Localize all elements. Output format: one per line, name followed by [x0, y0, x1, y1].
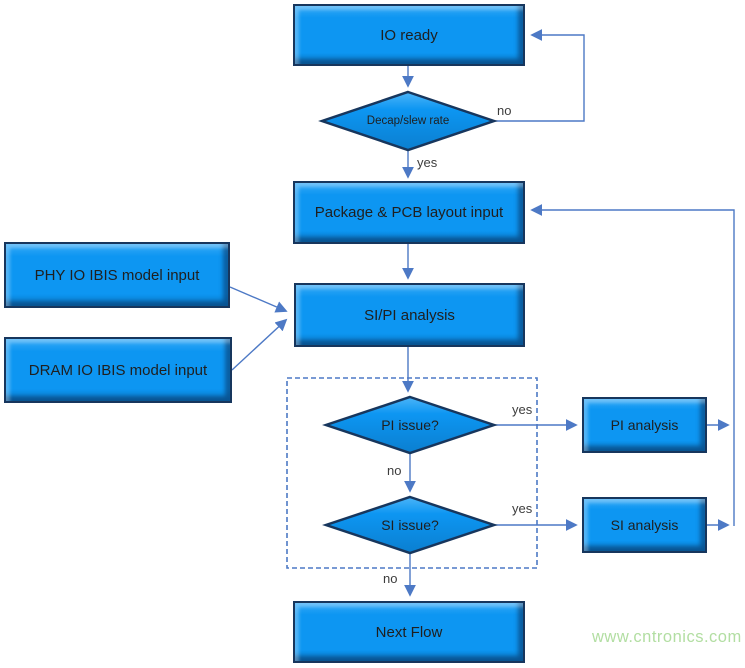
- node-next-flow-label: Next Flow: [375, 623, 443, 641]
- node-phy-ibis-input-label: PHY IO IBIS model input: [34, 266, 200, 284]
- label-pi-no: no: [387, 463, 402, 478]
- node-phy-ibis-input: PHY IO IBIS model input: [4, 242, 230, 308]
- edge-feedback-to-package: [530, 204, 735, 526]
- node-sipi-analysis: SI/PI analysis: [294, 283, 525, 347]
- node-next-flow: Next Flow: [293, 601, 525, 663]
- node-pi-analysis: PI analysis: [582, 397, 707, 453]
- node-dram-ibis-input-label: DRAM IO IBIS model input: [28, 361, 208, 379]
- watermark-text: www.cntronics.com: [592, 628, 742, 646]
- node-decap-diamond: [318, 90, 498, 152]
- edge-decap-no-loop: [494, 29, 585, 122]
- node-package-pcb-input: Package & PCB layout input: [293, 181, 525, 244]
- decision-group-outline: [286, 377, 538, 569]
- node-pi-issue-diamond: [322, 395, 498, 455]
- label-pi-yes: yes: [512, 402, 533, 417]
- node-dram-ibis-input: DRAM IO IBIS model input: [4, 337, 232, 403]
- node-package-pcb-input-label: Package & PCB layout input: [314, 204, 504, 221]
- node-si-analysis: SI analysis: [582, 497, 707, 553]
- node-pi-analysis-label: PI analysis: [610, 417, 679, 433]
- edge-phy-to-sipi: [229, 286, 288, 313]
- edge-dram-to-sipi: [231, 318, 288, 371]
- label-si-yes: yes: [512, 501, 533, 516]
- node-si-issue-diamond: [322, 495, 498, 555]
- label-decap-yes: yes: [417, 155, 438, 170]
- node-sipi-analysis-label: SI/PI analysis: [364, 306, 455, 324]
- node-si-analysis-label: SI analysis: [610, 517, 679, 533]
- label-decap-no: no: [497, 103, 512, 118]
- label-si-no: no: [383, 571, 398, 586]
- node-io-ready: IO ready: [293, 4, 525, 66]
- node-io-ready-label: IO ready: [380, 26, 438, 44]
